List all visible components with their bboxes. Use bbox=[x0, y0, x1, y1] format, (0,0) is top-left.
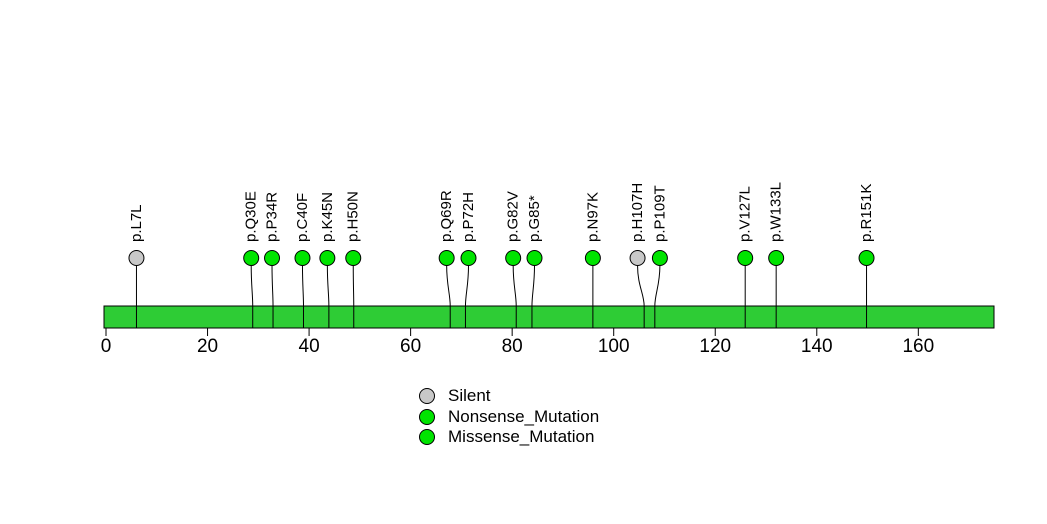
axis-tick-label: 20 bbox=[197, 336, 218, 357]
mutation-circle[interactable] bbox=[128, 250, 145, 266]
mutation-stem bbox=[250, 265, 254, 328]
legend: Silent Nonsense_Mutation Missense_Mutati… bbox=[419, 386, 599, 448]
mutation-circle[interactable] bbox=[294, 250, 311, 266]
mutation-circle[interactable] bbox=[584, 250, 601, 266]
mutation-stem bbox=[654, 265, 661, 328]
missense-swatch-icon bbox=[419, 429, 435, 445]
axis-tick-label: 160 bbox=[902, 336, 934, 357]
mutation-label: p.V127L bbox=[737, 186, 754, 242]
mutation-label: p.H107H bbox=[629, 183, 646, 242]
mutation-circle[interactable] bbox=[264, 250, 281, 266]
axis-tick-label: 120 bbox=[699, 336, 731, 357]
mutation-circle[interactable] bbox=[505, 250, 522, 266]
mutation-stem bbox=[271, 265, 274, 328]
mutation-stem bbox=[326, 265, 330, 328]
mutation-stem bbox=[352, 265, 355, 328]
mutation-label: p.C40F bbox=[294, 193, 311, 242]
axis-tick-label: 0 bbox=[101, 336, 112, 357]
mutation-label: p.G82V bbox=[505, 191, 522, 242]
silent-swatch-icon bbox=[419, 388, 435, 404]
mutation-stem bbox=[512, 265, 517, 328]
mutation-label: p.P72H bbox=[460, 192, 477, 242]
legend-item-missense: Missense_Mutation bbox=[419, 427, 599, 447]
mutation-circle[interactable] bbox=[438, 250, 455, 266]
legend-item-nonsense: Nonsense_Mutation bbox=[419, 407, 599, 427]
mutation-label: p.K45N bbox=[319, 192, 336, 242]
axis-tick-label: 80 bbox=[502, 336, 523, 357]
axis-tick-label: 60 bbox=[400, 336, 421, 357]
mutation-stem bbox=[301, 265, 304, 328]
legend-label: Missense_Mutation bbox=[448, 427, 595, 446]
mutation-circle[interactable] bbox=[629, 250, 646, 266]
legend-label: Silent bbox=[448, 386, 491, 405]
mutation-circle[interactable] bbox=[243, 250, 260, 266]
mutation-stem bbox=[531, 265, 535, 328]
mutation-circle[interactable] bbox=[651, 250, 668, 266]
nonsense-swatch-icon bbox=[419, 408, 435, 425]
mutation-circle[interactable] bbox=[526, 250, 543, 266]
mutation-label: p.L7L bbox=[128, 204, 145, 242]
legend-label: Nonsense_Mutation bbox=[448, 406, 600, 426]
mutation-stem bbox=[446, 265, 451, 328]
mutation-circle[interactable] bbox=[345, 250, 362, 266]
mutation-label: p.Q69R bbox=[438, 190, 455, 242]
legend-item-silent: Silent bbox=[419, 386, 599, 406]
mutation-circle[interactable] bbox=[768, 250, 785, 266]
axis-tick-label: 100 bbox=[598, 336, 630, 357]
mutation-label: p.P109T bbox=[651, 185, 668, 242]
mutation-label: p.P34R bbox=[264, 192, 281, 242]
mutation-circle[interactable] bbox=[737, 250, 754, 266]
mutation-label: p.W133L bbox=[768, 182, 785, 242]
mutation-circle[interactable] bbox=[460, 250, 477, 266]
mutation-circle[interactable] bbox=[858, 250, 875, 266]
axis-tick-label: 40 bbox=[299, 336, 320, 357]
axis-tick-label: 140 bbox=[801, 336, 833, 357]
mutation-circle[interactable] bbox=[319, 250, 336, 266]
mutation-label: p.R151K bbox=[858, 184, 875, 242]
mutation-label: p.H50N bbox=[345, 191, 362, 242]
mutation-stem bbox=[637, 265, 645, 328]
mutation-label: p.N97K bbox=[584, 192, 601, 242]
mutation-label: p.G85* bbox=[526, 195, 543, 242]
mutation-stem bbox=[464, 265, 469, 328]
mutation-label: p.Q30E bbox=[243, 191, 260, 242]
protein-bar bbox=[103, 305, 995, 329]
